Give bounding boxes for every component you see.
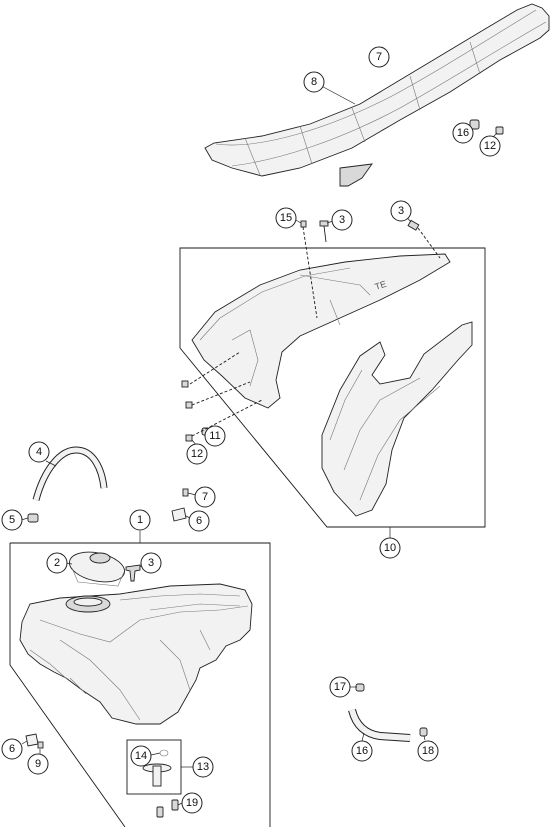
callout-13: 15 xyxy=(275,207,297,229)
svg-text:16: 16 xyxy=(356,745,368,757)
bushing-6 xyxy=(171,507,187,522)
small-bolt-7-lower xyxy=(37,741,44,749)
svg-text:3: 3 xyxy=(148,557,154,569)
seat xyxy=(204,3,550,187)
screw-19b xyxy=(171,799,179,811)
vent-hose xyxy=(32,446,108,501)
callout-11: 11 xyxy=(204,425,226,447)
bushing-6-lower xyxy=(25,733,39,747)
side-panel-group-frame xyxy=(179,247,486,528)
callout-7-upper: 7 xyxy=(194,486,216,508)
svg-text:14: 14 xyxy=(135,750,147,762)
leader-6b xyxy=(21,740,28,745)
svg-text:7: 7 xyxy=(202,491,208,503)
right-side-panel xyxy=(321,321,473,517)
fuel-tank xyxy=(19,583,253,725)
svg-text:15: 15 xyxy=(280,212,292,224)
svg-text:4: 4 xyxy=(36,446,42,458)
svg-text:11: 11 xyxy=(209,430,220,442)
callout-15: 16 xyxy=(351,740,373,762)
svg-text:3: 3 xyxy=(398,205,404,217)
svg-text:17: 17 xyxy=(334,681,346,693)
svg-text:10: 10 xyxy=(384,542,396,554)
seat-nut-12 xyxy=(495,126,504,135)
svg-text:5: 5 xyxy=(9,514,15,526)
svg-text:3: 3 xyxy=(339,214,345,226)
svg-text:13: 13 xyxy=(197,761,209,773)
callout-3-panel-right: 3 xyxy=(390,200,412,222)
callout-10: 10 xyxy=(379,537,401,559)
seat-bolt-14 xyxy=(469,119,480,130)
panel-hardware xyxy=(181,219,441,442)
leader-19 xyxy=(177,802,183,806)
leader-7a xyxy=(187,492,197,496)
svg-text:16: 16 xyxy=(457,127,469,139)
leader-15 xyxy=(361,732,365,742)
svg-text:6: 6 xyxy=(196,515,202,527)
callout-5: 5 xyxy=(1,509,23,531)
svg-text:9: 9 xyxy=(35,758,41,770)
callout-1: 1 xyxy=(129,509,151,531)
svg-text:12: 12 xyxy=(484,140,496,152)
screw-19a xyxy=(156,806,164,818)
callout-17: 13 xyxy=(192,756,214,778)
svg-text:2: 2 xyxy=(54,557,60,569)
left-side-panel: TE xyxy=(191,253,451,409)
callout-4: 4 xyxy=(28,441,50,463)
clamp-16b xyxy=(419,727,428,737)
svg-text:8: 8 xyxy=(311,76,317,88)
svg-text:18: 18 xyxy=(422,745,434,757)
fuel-pump xyxy=(142,749,172,787)
callout-6-lower: 6 xyxy=(1,738,23,760)
callout-3-panel-left: 3 xyxy=(331,209,353,231)
fuel-cap xyxy=(69,551,125,587)
leader-4 xyxy=(45,460,57,467)
breather-valve xyxy=(125,564,141,582)
callout-3-tank: 3 xyxy=(140,552,162,574)
callout-8: 7 xyxy=(368,46,390,68)
svg-text:7: 7 xyxy=(376,51,382,63)
svg-text:6: 6 xyxy=(9,743,15,755)
fuel-tank-group-frame xyxy=(9,542,271,827)
fuel-line xyxy=(348,708,411,742)
callout-19: 19 xyxy=(181,792,203,814)
callout-16-lower: 18 xyxy=(417,740,439,762)
svg-text:19: 19 xyxy=(186,797,198,809)
callout-14: 16 xyxy=(452,122,474,144)
callout-12-upper: 12 xyxy=(479,135,501,157)
clamp-16a xyxy=(355,683,365,692)
svg-text:TE: TE xyxy=(374,279,388,292)
callout-6-upper: 6 xyxy=(188,510,210,532)
callout-18: 14 xyxy=(130,745,152,767)
callout-2: 2 xyxy=(46,552,68,574)
leader-18 xyxy=(150,752,161,756)
small-bolt-7 xyxy=(182,488,189,497)
callout-9: 8 xyxy=(303,71,325,93)
svg-text:12: 12 xyxy=(191,448,203,460)
svg-text:1: 1 xyxy=(137,514,143,526)
callout-16-upper: 17 xyxy=(329,676,351,698)
callout-7-lower: 9 xyxy=(27,753,49,775)
callout-12-lower: 12 xyxy=(186,443,208,465)
hose-fitting xyxy=(27,513,39,523)
leader-16b xyxy=(423,735,426,741)
